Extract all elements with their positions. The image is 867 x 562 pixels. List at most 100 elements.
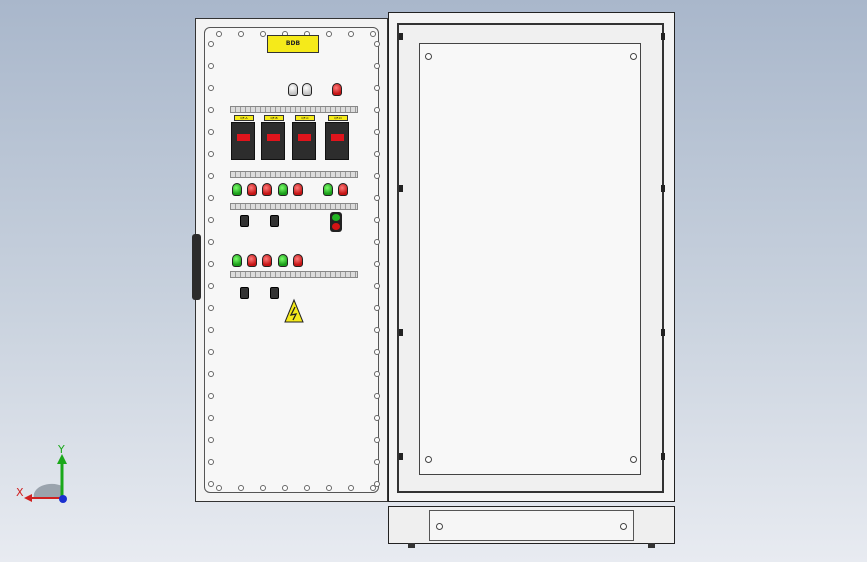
indicator-lamp-r1-5[interactable] — [293, 183, 303, 196]
mounting-hole — [208, 371, 214, 377]
emergency-stop-button[interactable] — [332, 83, 342, 96]
mounting-hole — [208, 63, 214, 69]
mounting-hole — [208, 459, 214, 465]
indicator-lamp-r1-2[interactable] — [247, 183, 257, 196]
mounting-hole — [374, 393, 380, 399]
plinth-panel — [429, 510, 634, 541]
x-axis-label: X — [16, 486, 24, 499]
mounting-hole — [216, 485, 222, 491]
mounting-hole — [374, 151, 380, 157]
mounting-hole — [374, 107, 380, 113]
mounting-hole — [208, 151, 214, 157]
breaker-2-switch[interactable] — [267, 134, 280, 141]
breaker-3[interactable]: QF-C — [292, 115, 316, 160]
hinge-mark — [399, 33, 403, 40]
mounting-hole — [370, 31, 376, 37]
selector-switch-1[interactable] — [240, 215, 249, 227]
mounting-hole — [348, 485, 354, 491]
cabinet-foot — [408, 543, 415, 548]
mounting-hole — [208, 41, 214, 47]
stop-button[interactable] — [332, 223, 340, 230]
din-rail-3 — [230, 203, 358, 210]
plate-bolt — [630, 53, 637, 60]
mounting-hole — [304, 485, 310, 491]
mounting-hole — [374, 327, 380, 333]
breaker-2[interactable]: QF-B — [261, 115, 285, 160]
hinge-mark — [399, 185, 403, 192]
breaker-3-switch[interactable] — [298, 134, 311, 141]
mounting-hole — [208, 217, 214, 223]
cabinet-frame — [397, 23, 664, 493]
mounting-hole — [326, 485, 332, 491]
mounting-hole — [374, 173, 380, 179]
indicator-lamp-r2-3[interactable] — [262, 254, 272, 267]
plate-bolt — [425, 456, 432, 463]
breaker-1-tag: QF-A — [234, 115, 254, 121]
indicator-lamp-r1-6[interactable] — [323, 183, 333, 196]
mounting-hole — [208, 283, 214, 289]
indicator-lamp-r1-7[interactable] — [338, 183, 348, 196]
mounting-hole — [208, 305, 214, 311]
mounting-hole — [326, 31, 332, 37]
mounting-plate — [419, 43, 641, 475]
mounting-hole — [282, 485, 288, 491]
mounting-hole — [374, 481, 380, 487]
breaker-1[interactable]: QF-A — [231, 115, 255, 160]
white-pushbutton-2[interactable] — [302, 83, 312, 96]
mounting-hole — [208, 129, 214, 135]
mounting-hole — [208, 415, 214, 421]
cabinet-door[interactable]: BDB QF-A QF-B QF-C QF-D — [192, 18, 388, 502]
mounting-hole — [374, 63, 380, 69]
selector-switch-2[interactable] — [270, 215, 279, 227]
mounting-hole — [374, 283, 380, 289]
mounting-hole — [208, 393, 214, 399]
indicator-lamp-r2-4[interactable] — [278, 254, 288, 267]
mounting-hole — [374, 85, 380, 91]
mounting-hole — [374, 459, 380, 465]
plinth-bolt — [436, 523, 443, 530]
door-inner-panel — [204, 27, 379, 493]
indicator-lamp-r1-3[interactable] — [262, 183, 272, 196]
indicator-lamp-r2-1[interactable] — [232, 254, 242, 267]
door-nameplate: BDB — [267, 35, 319, 53]
breaker-3-tag: QF-C — [295, 115, 315, 121]
mounting-hole — [374, 371, 380, 377]
hinge-mark — [661, 185, 665, 192]
cabinet-plinth — [388, 506, 675, 544]
start-stop-station[interactable] — [330, 212, 342, 232]
electrical-warning-icon — [284, 298, 304, 323]
axis-triad-icon — [24, 454, 67, 503]
hinge-mark — [661, 33, 665, 40]
y-axis-label: Y — [58, 443, 65, 456]
mounting-hole — [208, 85, 214, 91]
mounting-hole — [374, 437, 380, 443]
breaker-4[interactable]: QF-D — [325, 115, 349, 160]
din-rail-4 — [230, 271, 358, 278]
indicator-lamp-r2-2[interactable] — [247, 254, 257, 267]
mounting-hole — [238, 485, 244, 491]
mounting-hole — [208, 239, 214, 245]
mounting-hole — [208, 173, 214, 179]
white-pushbutton-1[interactable] — [288, 83, 298, 96]
cabinet-body — [388, 12, 675, 502]
door-handle[interactable] — [192, 234, 201, 300]
selector-switch-4[interactable] — [270, 287, 279, 299]
selector-switch-3[interactable] — [240, 287, 249, 299]
breaker-4-switch[interactable] — [331, 134, 344, 141]
start-button[interactable] — [332, 214, 340, 221]
indicator-lamp-r1-4[interactable] — [278, 183, 288, 196]
indicator-lamp-r2-5[interactable] — [293, 254, 303, 267]
indicator-lamp-r1-1[interactable] — [232, 183, 242, 196]
breaker-2-tag: QF-B — [264, 115, 284, 121]
mounting-hole — [374, 41, 380, 47]
mounting-hole — [260, 485, 266, 491]
mounting-hole — [374, 217, 380, 223]
mounting-hole — [374, 195, 380, 201]
breaker-1-switch[interactable] — [237, 134, 250, 141]
hinge-mark — [661, 453, 665, 460]
mounting-hole — [374, 305, 380, 311]
breaker-4-tag: QF-D — [328, 115, 348, 121]
mounting-hole — [374, 239, 380, 245]
mounting-hole — [374, 129, 380, 135]
plate-bolt — [630, 456, 637, 463]
